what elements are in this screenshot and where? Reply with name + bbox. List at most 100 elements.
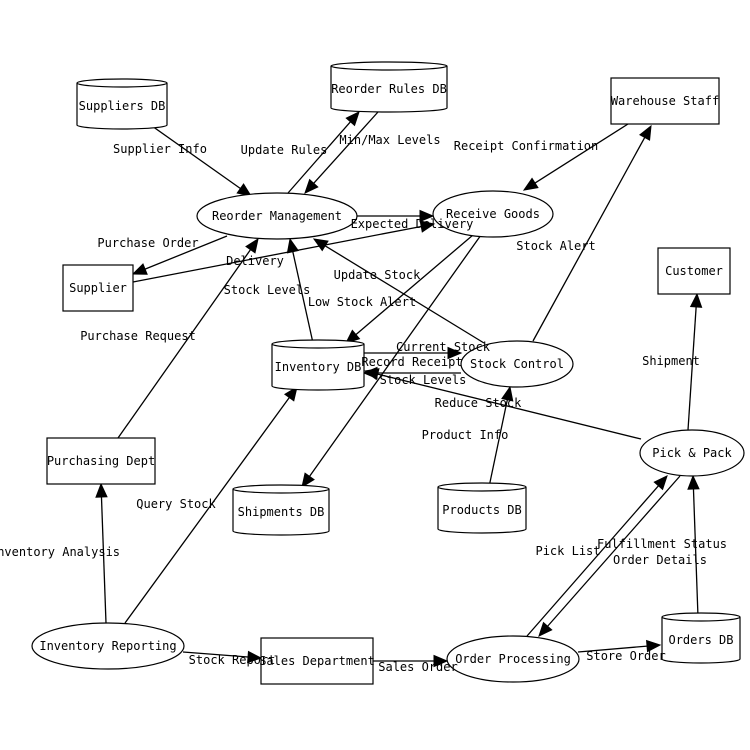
- edge-label: Low Stock Alert: [308, 295, 416, 309]
- process-ellipse: [639, 429, 745, 477]
- edge-label: Shipment: [642, 354, 700, 368]
- edge-purchase-order: [131, 235, 228, 275]
- node-supplier[interactable]: Supplier: [62, 264, 134, 312]
- edge-purchase-request: [117, 237, 259, 439]
- node-orders-db[interactable]: Orders DB: [661, 612, 741, 664]
- node-label: Shipments DB: [238, 505, 325, 519]
- edge-label: Query Stock: [136, 497, 216, 511]
- edge-inventory-analysis: [95, 482, 108, 624]
- edge-low-stock-alert: [345, 234, 474, 344]
- edge-line: [144, 235, 228, 270]
- arrowhead-icon: [363, 368, 380, 381]
- node-label: Products DB: [442, 503, 521, 517]
- edge-update-rules: [287, 111, 360, 194]
- edge-label: Store Order: [586, 649, 665, 663]
- node-label: Receive Goods: [446, 207, 540, 221]
- node-shipments-db[interactable]: Shipments DB: [232, 484, 330, 536]
- edge-supplier-info: [151, 125, 253, 197]
- edge-label: Fulfillment Status: [597, 537, 727, 551]
- edge-label: Stock Report: [189, 653, 276, 667]
- node-pick-pack[interactable]: Pick & Pack: [639, 429, 745, 477]
- process-ellipse: [446, 635, 580, 683]
- arrowhead-icon: [345, 111, 360, 127]
- edge-line: [488, 399, 508, 488]
- edge-order-details: [687, 474, 700, 618]
- node-reorder-mgmt[interactable]: Reorder Management: [196, 192, 358, 240]
- node-label: Pick & Pack: [652, 446, 732, 460]
- edge-sales-order: [373, 654, 449, 668]
- edge-line: [324, 245, 485, 344]
- edge-line: [532, 137, 646, 342]
- node-products-db[interactable]: Products DB: [437, 482, 527, 534]
- node-warehouse-staff[interactable]: Warehouse Staff: [610, 77, 720, 125]
- edge-line: [308, 234, 482, 477]
- edge-line: [182, 651, 249, 658]
- edge-line: [100, 496, 107, 624]
- edge-label: Stock Alert: [516, 239, 595, 253]
- node-sales-dept[interactable]: Sales Department: [259, 637, 375, 685]
- edge-line: [577, 645, 648, 653]
- datastore-cylinder-icon: [330, 61, 448, 113]
- edge-line: [292, 251, 314, 344]
- edge-min-max-levels: [304, 111, 379, 194]
- arrowhead-icon: [95, 482, 108, 498]
- edge-label: Update Stock: [334, 268, 421, 282]
- edge-line: [287, 121, 351, 194]
- nodes-layer: Suppliers DB Reorder Rules DB Warehouse St…: [31, 61, 745, 685]
- node-reorder-rules-db[interactable]: Reorder Rules DB: [330, 61, 448, 113]
- edge-label: Record Receipt: [361, 355, 462, 369]
- process-ellipse: [31, 622, 185, 670]
- edge-store-order: [577, 639, 662, 653]
- node-inventory-db[interactable]: Inventory DB: [271, 339, 365, 391]
- edge-label: Order Details: [613, 553, 707, 567]
- edge-label: Stock Levels: [380, 373, 467, 387]
- arrowhead-icon: [131, 263, 148, 275]
- node-suppliers-db[interactable]: Suppliers DB: [76, 78, 168, 130]
- node-stock-control[interactable]: Stock Control: [460, 340, 574, 388]
- edge-stock-levels: [301, 234, 482, 489]
- edge-expected-delivery: [357, 209, 435, 223]
- edge-receipt-confirmation: [522, 123, 629, 191]
- node-label: Order Processing: [455, 652, 571, 666]
- datastore-cylinder-icon: [661, 612, 741, 664]
- arrowhead-icon: [419, 220, 436, 233]
- arrowhead-icon: [433, 654, 449, 668]
- external-entity-box: [260, 637, 374, 685]
- node-order-processing[interactable]: Order Processing: [446, 635, 580, 683]
- arrowhead-icon: [301, 472, 315, 489]
- node-label: Stock Control: [470, 357, 564, 371]
- node-purchasing-dept[interactable]: Purchasing Dept: [46, 437, 156, 485]
- node-inventory-reporting[interactable]: Inventory Reporting: [31, 622, 185, 670]
- node-receive-goods[interactable]: Receive Goods: [432, 190, 554, 238]
- node-label: Suppliers DB: [79, 99, 166, 113]
- arrowhead-icon: [247, 650, 263, 664]
- external-entity-box: [46, 437, 156, 485]
- arrowhead-icon: [639, 124, 652, 141]
- node-label: Warehouse Staff: [611, 94, 719, 108]
- edge-line: [132, 225, 422, 283]
- edge-line: [377, 373, 642, 440]
- edge-label: Current Stock: [396, 340, 491, 354]
- arrowhead-icon: [283, 385, 298, 402]
- edge-label: Delivery: [226, 254, 284, 268]
- edge-label: Pick List: [535, 544, 600, 558]
- process-ellipse: [196, 192, 358, 240]
- datastore-cylinder-icon: [271, 339, 365, 391]
- edge-shipment: [687, 292, 703, 431]
- edge-line: [313, 111, 379, 184]
- arrowhead-icon: [286, 237, 300, 254]
- arrowhead-icon: [687, 474, 700, 490]
- edge-label: Reduce Stock: [435, 396, 522, 410]
- arrowhead-icon: [419, 209, 435, 223]
- node-label: Reorder Rules DB: [331, 82, 447, 96]
- arrowhead-icon: [689, 292, 703, 308]
- edge-line: [355, 234, 474, 336]
- node-customer[interactable]: Customer: [657, 247, 731, 295]
- edge-reduce-stock: [363, 368, 642, 440]
- node-label: Purchasing Dept: [47, 454, 155, 468]
- node-label: Reorder Management: [212, 209, 342, 223]
- external-entity-box: [657, 247, 731, 295]
- arrowhead-icon: [646, 639, 662, 653]
